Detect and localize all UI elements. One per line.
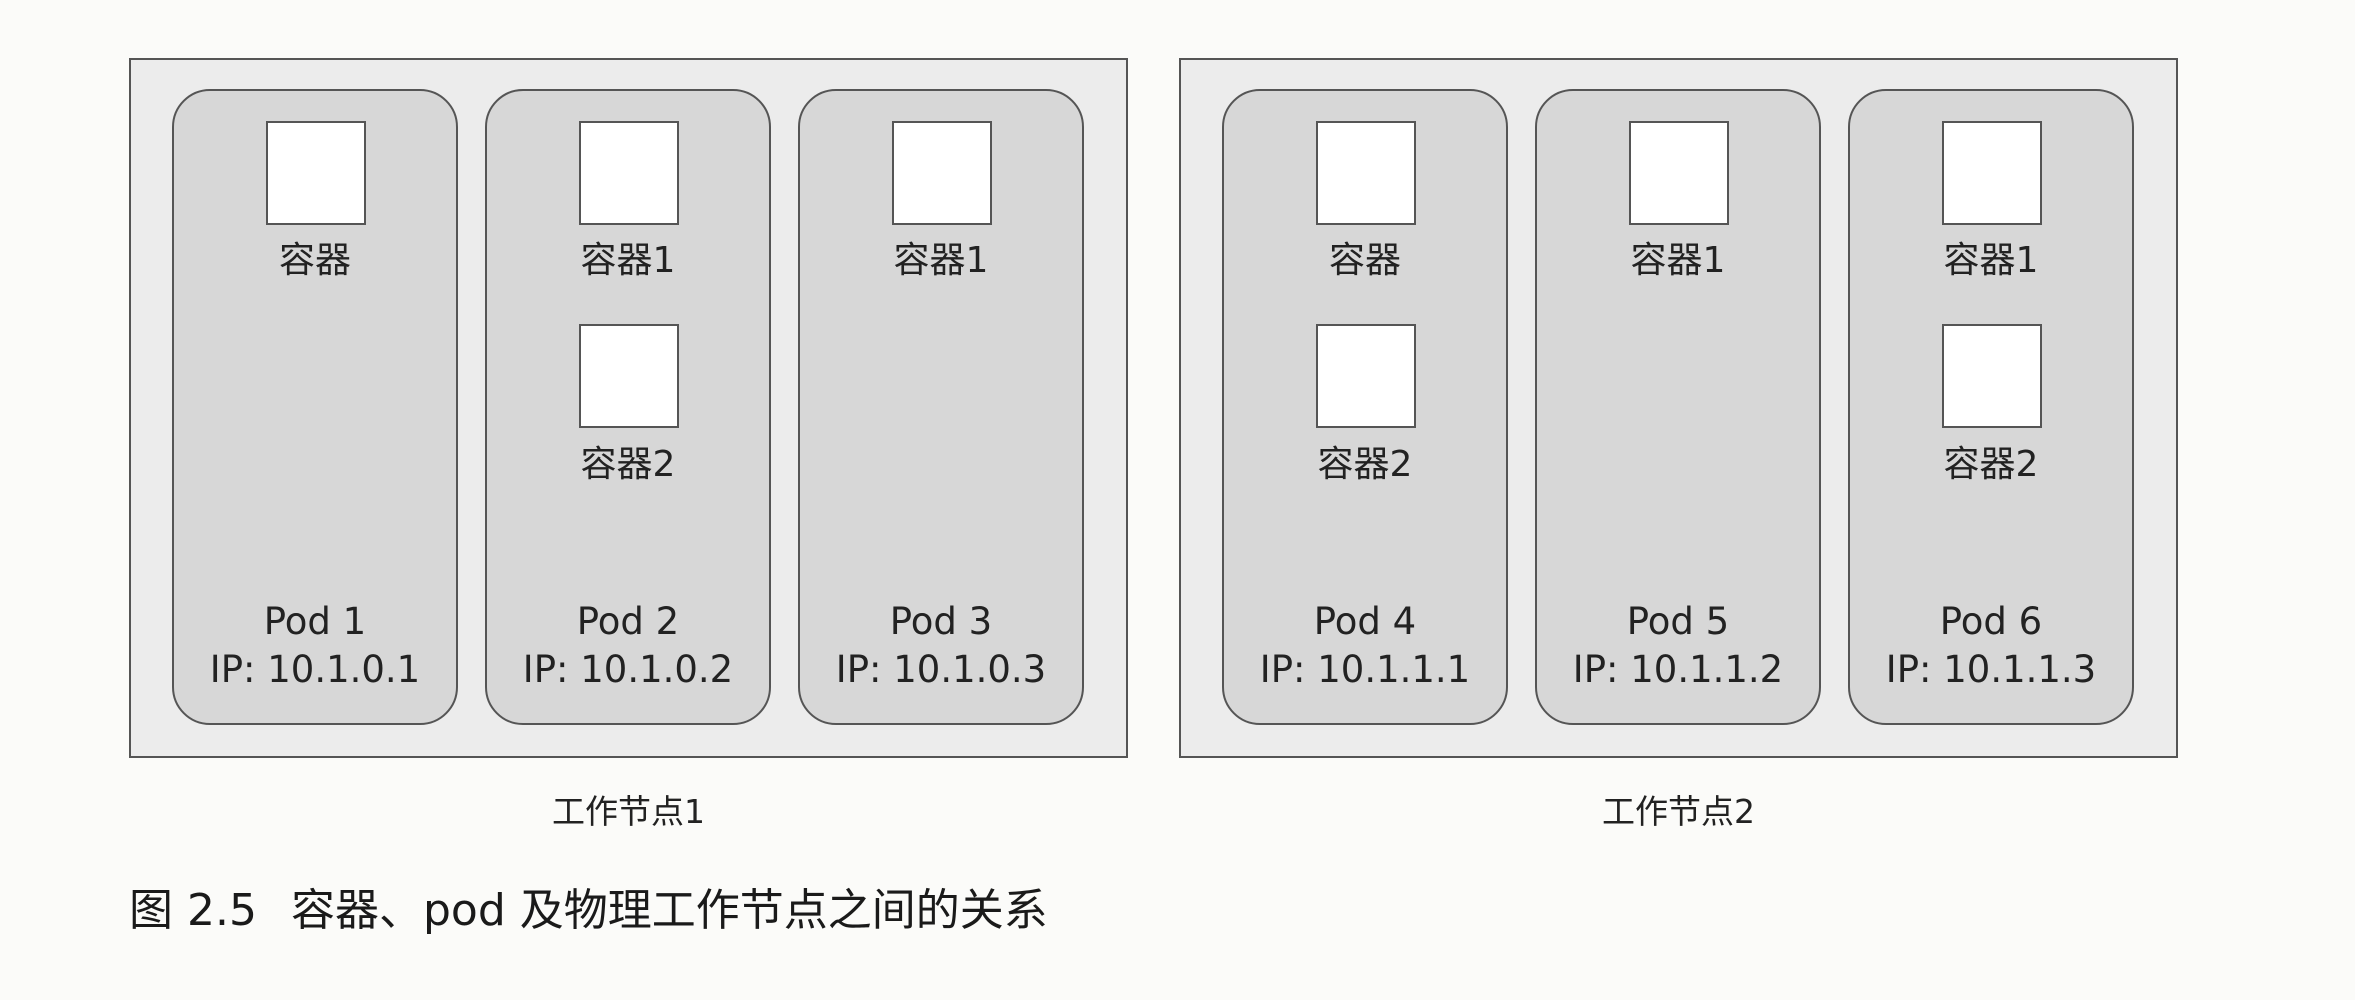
- pod-name: Pod 6: [1939, 600, 2043, 643]
- pod-ip: IP: 10.1.0.3: [835, 648, 1047, 691]
- container-label: 容器2: [580, 444, 676, 485]
- pod-name: Pod 2: [576, 600, 680, 643]
- pod-ip: IP: 10.1.0.2: [522, 648, 734, 691]
- container-label: 容器2: [1317, 444, 1413, 485]
- figure-caption-text: 容器、pod 及物理工作节点之间的关系: [290, 885, 1048, 936]
- container-box: [1316, 121, 1416, 225]
- container-label: 容器: [278, 240, 351, 281]
- worker-node-2: 容器 容器2 Pod 4 IP: 10.1.1.1 容器1 Pod 5 IP: …: [1179, 58, 2178, 758]
- container-label: 容器1: [893, 240, 989, 281]
- worker-node-1: 容器 Pod 1 IP: 10.1.0.1 容器1 容器2 Pod 2 IP: …: [129, 58, 1128, 758]
- worker-node-label: 工作节点1: [552, 792, 705, 831]
- container-label: 容器1: [1630, 240, 1726, 281]
- pod-ip: IP: 10.1.1.2: [1572, 648, 1784, 691]
- pod-1: 容器 Pod 1 IP: 10.1.0.1: [172, 89, 458, 725]
- worker-node-label: 工作节点2: [1602, 792, 1755, 831]
- pod-4: 容器 容器2 Pod 4 IP: 10.1.1.1: [1222, 89, 1508, 725]
- pod-name: Pod 4: [1313, 600, 1417, 643]
- container-box: [266, 121, 366, 225]
- pod-name: Pod 3: [889, 600, 993, 643]
- container-box: [1942, 324, 2042, 428]
- container-label: 容器1: [1943, 240, 2039, 281]
- pod-ip: IP: 10.1.1.3: [1885, 648, 2097, 691]
- container-box: [1942, 121, 2042, 225]
- container-box: [892, 121, 992, 225]
- figure-number: 图 2.5: [129, 885, 257, 936]
- figure-caption: 图 2.5 容器、pod 及物理工作节点之间的关系: [129, 883, 1048, 939]
- pod-ip: IP: 10.1.0.1: [209, 648, 421, 691]
- container-box: [579, 121, 679, 225]
- pod-name: Pod 5: [1626, 600, 1730, 643]
- pod-3: 容器1 Pod 3 IP: 10.1.0.3: [798, 89, 1084, 725]
- container-label: 容器2: [1943, 444, 2039, 485]
- pod-5: 容器1 Pod 5 IP: 10.1.1.2: [1535, 89, 1821, 725]
- pod-2: 容器1 容器2 Pod 2 IP: 10.1.0.2: [485, 89, 771, 725]
- container-box: [579, 324, 679, 428]
- container-label: 容器: [1328, 240, 1401, 281]
- pod-6: 容器1 容器2 Pod 6 IP: 10.1.1.3: [1848, 89, 2134, 725]
- container-box: [1629, 121, 1729, 225]
- container-box: [1316, 324, 1416, 428]
- pod-ip: IP: 10.1.1.1: [1259, 648, 1471, 691]
- container-label: 容器1: [580, 240, 676, 281]
- pod-name: Pod 1: [263, 600, 367, 643]
